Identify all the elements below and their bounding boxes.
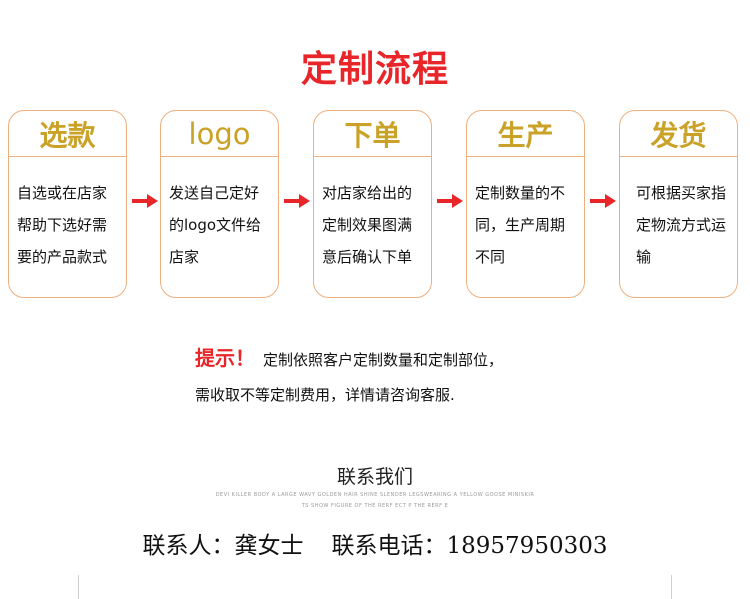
decorative-caption-line2: TS SHOW FIGURE OF THE RERF ECT P THE RER… — [301, 503, 449, 509]
right-arrow-icon — [437, 194, 463, 208]
contact-person: 联系人：龚女士 — [142, 533, 304, 559]
tip-text-line2: 需收取不等定制费用，详情请咨询客服. — [195, 386, 455, 404]
step-card-select: 选款 自选或在店家帮助下选好需要的产品款式 — [8, 110, 127, 298]
step-card-logo: logo 发送自己定好的logo文件给店家 — [160, 110, 279, 298]
step-heading: logo — [161, 111, 278, 157]
process-steps: 选款 自选或在店家帮助下选好需要的产品款式 logo 发送自己定好的logo文件… — [8, 110, 744, 300]
tip-section: 提示！ 定制依照客户定制数量和定制部位， 需收取不等定制费用，详情请咨询客服. — [195, 342, 715, 405]
tip-label: 提示！ — [195, 346, 255, 370]
step-card-order: 下单 对店家给出的定制效果图满意后确认下单 — [313, 110, 432, 298]
step-card-shipping: 发货 可根据买家指定物流方式运输 — [619, 110, 738, 298]
divider — [78, 575, 79, 599]
right-arrow-icon — [284, 194, 310, 208]
step-description: 定制数量的不同，生产周期不同 — [475, 184, 566, 266]
right-arrow-icon — [590, 194, 616, 208]
step-description: 自选或在店家帮助下选好需要的产品款式 — [17, 184, 108, 266]
step-heading: 选款 — [9, 111, 126, 157]
step-heading: 生产 — [467, 111, 584, 157]
step-description: 可根据买家指定物流方式运输 — [636, 184, 727, 266]
contact-phone: 联系电话：18957950303 — [331, 533, 608, 559]
tip-text-line1: 定制依照客户定制数量和定制部位， — [263, 351, 504, 369]
page-title: 定制流程 — [300, 49, 449, 90]
contact-info: 联系人：龚女士 联系电话：18957950303 — [0, 526, 750, 560]
contact-heading: 联系我们 — [336, 466, 413, 488]
right-arrow-icon — [132, 194, 158, 208]
step-card-production: 生产 定制数量的不同，生产周期不同 — [466, 110, 585, 298]
step-description: 对店家给出的定制效果图满意后确认下单 — [322, 184, 413, 266]
divider — [671, 575, 672, 599]
step-heading: 发货 — [620, 111, 737, 157]
step-description: 发送自己定好的logo文件给店家 — [169, 184, 262, 266]
step-heading: 下单 — [314, 111, 431, 157]
decorative-caption-line1: DEVI KILLER BODY A LARGE WAVY GOLDEN HAI… — [215, 492, 535, 498]
